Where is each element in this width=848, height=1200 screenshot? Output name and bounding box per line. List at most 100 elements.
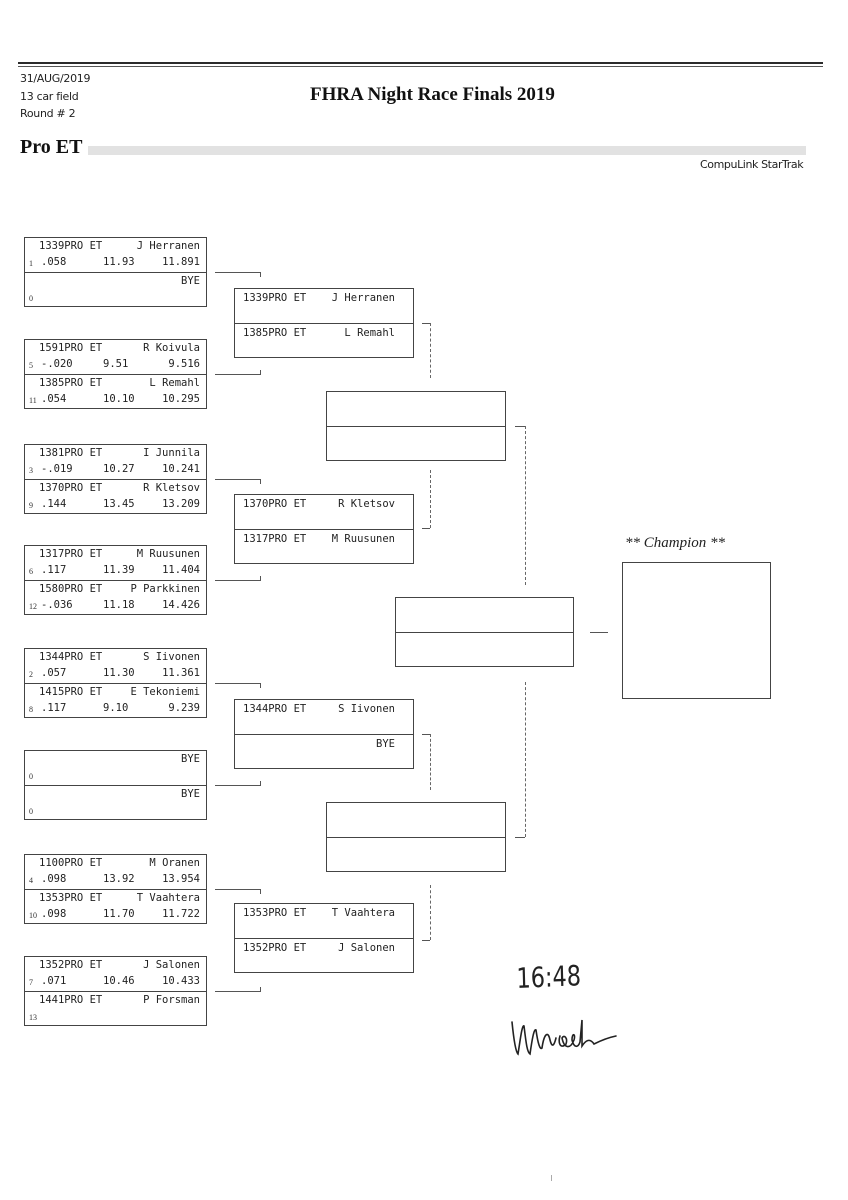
lane-top [327,392,505,426]
driver-name: S Iivonen [143,651,200,663]
reaction-time: .144 [41,498,67,510]
car-number: 1353PRO ET [243,907,307,919]
bracket-connector-tick [422,940,430,941]
elapsed-time: 10.241 [162,463,200,475]
driver-name: S Iivonen [338,703,395,715]
dial-in: 9.51 [103,358,129,370]
seed-number: 3 [29,466,33,475]
reaction-time: -.020 [41,358,73,370]
elapsed-time: 13.954 [162,873,200,885]
bracket-connector [215,272,261,277]
seed-number: 6 [29,567,33,576]
scan-mark [551,1175,552,1181]
bracket-connector [215,576,261,581]
car-number: 1352PRO ET [39,959,103,971]
elapsed-time: 11.722 [162,908,200,920]
lane-top [396,598,573,632]
driver-name: T Vaahtera [136,892,200,904]
seed-number: 9 [29,501,33,510]
bracket-connector [215,781,261,786]
round-number: Round # 2 [20,107,76,120]
seed-number: 0 [29,294,33,303]
header-rule-thin [18,66,823,67]
round3-pairing [326,802,506,872]
field-size: 13 car field [20,90,79,103]
dial-in: 13.45 [103,498,135,510]
seed-number: 10 [29,911,37,920]
driver-name: P Parkkinen [130,583,200,595]
reaction-time: .057 [41,667,67,679]
elapsed-time: 9.239 [168,702,200,714]
reaction-time: .071 [41,975,67,987]
driver-name: E Tekoniemi [130,686,200,698]
entry-line: BYE [39,275,200,289]
lane-bottom: BYE 0 [25,272,206,306]
car-number: 1344PRO ET [39,651,103,663]
car-number: 1580PRO ET [39,583,103,595]
driver-name: J Salonen [338,942,395,954]
entry-line: BYE [39,753,200,767]
seed-number: 7 [29,978,33,987]
seed-number: 12 [29,602,37,611]
result-line: 0 [27,291,200,305]
entry-line: 1352PRO ET J Salonen [243,942,395,956]
car-number: 1339PRO ET [243,292,307,304]
reaction-time: .054 [41,393,67,405]
bracket-connector-tick [515,837,525,838]
seed-number: 8 [29,705,33,714]
signature-stroke [511,1019,617,1056]
elapsed-time: 10.295 [162,393,200,405]
entry-line: BYE [243,738,395,752]
driver-name: M Ruusunen [136,548,200,560]
driver-name: L Remahl [344,327,395,339]
lane-bottom: 1352PRO ET J Salonen [235,938,413,972]
seed-number: 11 [29,396,37,405]
dial-in: 11.93 [103,256,135,268]
car-number: 1352PRO ET [243,942,307,954]
car-number: 1370PRO ET [39,482,103,494]
handwritten-time: 16:48 [516,959,582,995]
reaction-time: .117 [41,702,67,714]
seed-number: 5 [29,361,33,370]
bracket-connector-tick [422,528,430,529]
elapsed-time: 10.433 [162,975,200,987]
elapsed-time: 11.404 [162,564,200,576]
seed-number: 4 [29,876,33,885]
car-number: 1370PRO ET [243,498,307,510]
dial-in: 11.70 [103,908,135,920]
champion-connector [590,632,608,633]
entry-line: BYE [39,788,200,802]
car-number: 1591PRO ET [39,342,103,354]
entry-line: 1580PRO ET P Parkkinen [39,583,200,597]
driver-name: T Vaahtera [331,907,395,919]
